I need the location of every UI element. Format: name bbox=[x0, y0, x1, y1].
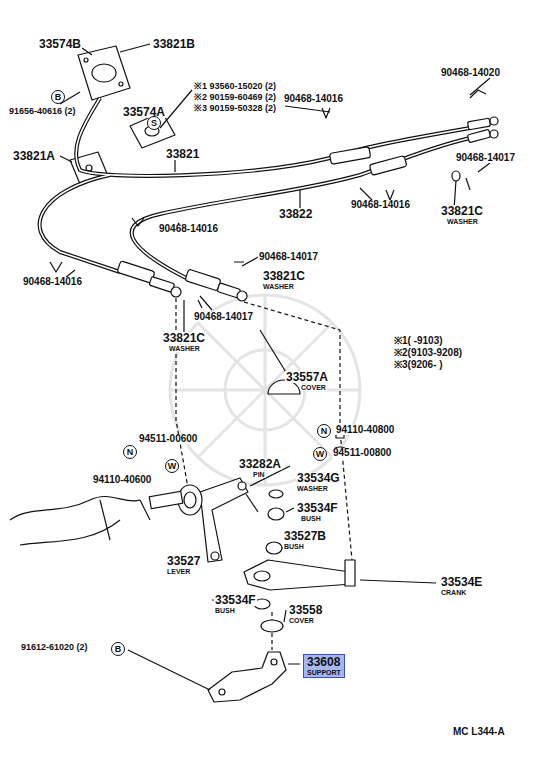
bush bbox=[254, 380, 346, 632]
part-number: 90468-14016 bbox=[158, 224, 219, 234]
circled-letter: W bbox=[313, 447, 327, 461]
part-number: ※1( -9103) bbox=[393, 336, 444, 346]
part-number: 33534E bbox=[440, 576, 483, 588]
circled-letter: N bbox=[317, 424, 331, 438]
part-number: ※2(9103-9208) bbox=[393, 348, 463, 358]
node-text: B bbox=[55, 93, 62, 102]
part-number: 90468-14017 bbox=[455, 153, 516, 163]
part-number: 33821B bbox=[152, 38, 196, 50]
node-text: 33608 bbox=[307, 656, 341, 668]
part-number: 33534F bbox=[214, 594, 257, 606]
part-number: 33527B bbox=[283, 530, 327, 542]
part-name: PIN bbox=[252, 471, 266, 478]
part-number: 90468-14017 bbox=[193, 312, 254, 322]
node-text: W bbox=[316, 450, 325, 459]
part-number: 33534F bbox=[296, 502, 339, 514]
pin bbox=[246, 494, 258, 512]
part-number: 90468-14016 bbox=[22, 277, 83, 287]
node-text: S bbox=[151, 119, 157, 128]
part-number: 33821 bbox=[165, 148, 200, 160]
cable-clip bbox=[50, 90, 486, 308]
circled-letter: B bbox=[51, 90, 65, 104]
part-number: 91656-40616 (2) bbox=[8, 107, 77, 116]
node-text: B bbox=[115, 645, 122, 654]
assembly-line bbox=[176, 298, 188, 488]
part-number: 90468-14016 bbox=[350, 200, 411, 210]
part-number: 33821C bbox=[440, 205, 484, 217]
part-name: WASHER bbox=[262, 283, 295, 290]
part-number: 90468-14020 bbox=[440, 68, 501, 78]
part-number: 33822 bbox=[278, 208, 313, 220]
part-name: BUSH bbox=[214, 607, 236, 614]
part-number: 33821C bbox=[262, 270, 306, 282]
shift-cable bbox=[40, 98, 470, 280]
support-bracket bbox=[208, 652, 286, 702]
cable-bracket-plate bbox=[78, 46, 130, 100]
node-text: N bbox=[127, 448, 134, 457]
part-number: 94511-00800 bbox=[332, 448, 392, 458]
part-number: ※3(9206- ) bbox=[393, 360, 444, 370]
part-name: CRANK bbox=[440, 589, 467, 596]
part-number: 33557A bbox=[285, 371, 329, 383]
crank bbox=[244, 560, 355, 590]
part-number: 33558 bbox=[288, 604, 323, 616]
part-number: MC L344-A bbox=[452, 727, 506, 737]
node-text: N bbox=[321, 427, 328, 436]
part-number: ※3 90159-50328 (2) bbox=[193, 104, 277, 113]
part-name: LEVER bbox=[166, 568, 191, 575]
part-number: 94511-00600 bbox=[138, 434, 198, 444]
part-name: COVER bbox=[288, 617, 315, 624]
circled-letter: N bbox=[123, 445, 137, 459]
part-number: 33534G bbox=[296, 472, 341, 484]
circled-letter: B bbox=[111, 642, 125, 656]
part-number: 33574B bbox=[38, 38, 82, 50]
part-name: WASHER bbox=[296, 485, 329, 492]
part-number: 94110-40600 bbox=[92, 475, 152, 485]
part-name: BUSH bbox=[300, 515, 322, 522]
highlighted-part: 33608SUPPORT bbox=[303, 654, 345, 678]
cable-end-fitting bbox=[117, 117, 498, 301]
part-name: WASHER bbox=[446, 218, 479, 225]
circled-letter: S bbox=[147, 116, 161, 130]
part-number: 33821C bbox=[162, 332, 206, 344]
part-name: COVER bbox=[300, 384, 327, 391]
part-name: BUSH bbox=[283, 543, 305, 550]
part-number: 90468-14016 bbox=[283, 94, 344, 104]
node-text: W bbox=[168, 462, 177, 471]
part-number: 33527 bbox=[166, 555, 201, 567]
shift-lever bbox=[149, 478, 248, 562]
part-number: ※1 93560-15020 (2) bbox=[193, 82, 277, 91]
part-number: 94110-40800 bbox=[335, 425, 395, 435]
part-number: 33821A bbox=[12, 150, 56, 162]
part-number: 90468-14017 bbox=[258, 252, 319, 262]
circled-letter: W bbox=[165, 459, 179, 473]
part-number: 33282A bbox=[238, 458, 282, 470]
node-subtext: SUPPORT bbox=[307, 669, 341, 676]
part-number: 91612-61020 (2) bbox=[20, 643, 89, 652]
transmission-case bbox=[10, 496, 150, 545]
part-name: WASHER bbox=[168, 345, 201, 352]
part-number: ※2 90159-60469 (2) bbox=[193, 93, 277, 102]
part-number: 33574A bbox=[122, 106, 166, 118]
